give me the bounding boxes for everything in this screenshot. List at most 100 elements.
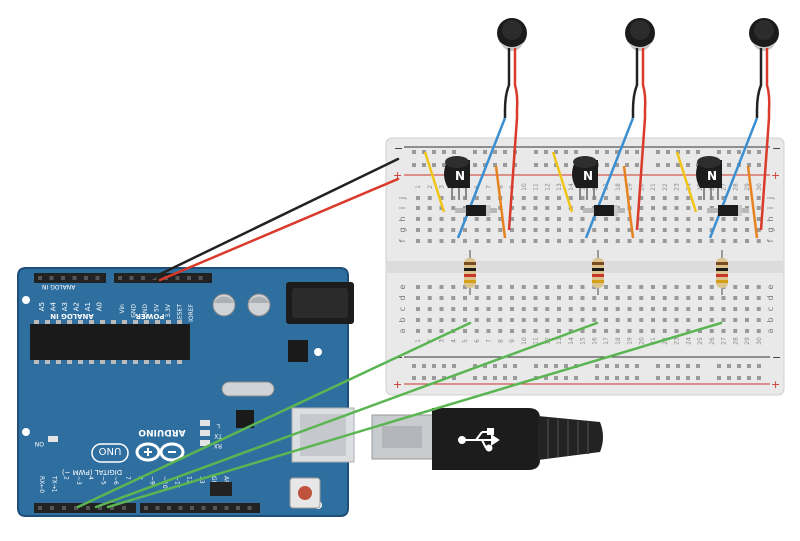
breadboard-hole xyxy=(745,296,749,300)
column-number: 21 xyxy=(650,183,657,191)
rail-hole xyxy=(727,163,731,167)
breadboard-hole xyxy=(510,239,514,243)
breadboard-hole xyxy=(662,318,667,322)
chip-leg xyxy=(56,320,61,324)
breadboard-hole xyxy=(604,329,608,333)
bottom-rail-minus-label-right: − xyxy=(772,351,781,364)
crystal-oscillator xyxy=(221,381,275,397)
row-letter: b xyxy=(766,317,775,322)
rail-hole xyxy=(452,150,456,154)
breadboard-hole xyxy=(427,285,432,289)
breadboard-hole xyxy=(686,329,691,333)
breadboard-hole xyxy=(498,329,503,333)
resistor-band xyxy=(592,280,604,283)
breadboard-hole xyxy=(486,318,491,322)
header-pin xyxy=(201,506,206,510)
breadboard-hole xyxy=(674,217,679,221)
breadboard-hole xyxy=(756,318,761,322)
rail-hole xyxy=(442,150,446,154)
breadboard-hole xyxy=(474,239,479,243)
breadboard-hole xyxy=(627,318,632,322)
breadboard-hole xyxy=(627,239,632,243)
column-number: 18 xyxy=(615,183,622,191)
rail-hole xyxy=(656,376,660,380)
on-led xyxy=(48,436,58,442)
breadboard-hole xyxy=(474,217,479,221)
breadboard-hole xyxy=(439,329,444,333)
header-pin xyxy=(144,506,148,510)
column-number: 14 xyxy=(568,337,575,345)
breadboard-hole xyxy=(498,318,503,322)
column-number: 8 xyxy=(497,185,504,189)
breadboard-hole xyxy=(604,239,608,243)
rail-hole xyxy=(544,364,548,368)
chip-leg xyxy=(166,320,171,324)
chip-leg xyxy=(78,360,83,364)
breadboard-hole xyxy=(463,329,467,333)
header-pin xyxy=(98,506,102,510)
rail-hole xyxy=(635,163,639,167)
breadboard-hole xyxy=(639,285,644,289)
column-number: 30 xyxy=(756,183,763,191)
chip-leg xyxy=(177,320,182,324)
breadboard-hole xyxy=(721,217,726,221)
breadboard-hole xyxy=(416,206,420,210)
breadboard-hole xyxy=(451,318,456,322)
header-pin xyxy=(118,276,122,280)
rail-hole xyxy=(493,150,497,154)
reset-button[interactable] xyxy=(298,486,312,500)
column-number: 24 xyxy=(685,337,692,345)
rail-hole xyxy=(615,150,619,154)
breadboard-hole xyxy=(745,307,749,311)
breadboard-hole xyxy=(615,239,620,243)
analog-header xyxy=(34,273,106,283)
column-number: 27 xyxy=(721,337,728,345)
rail-hole xyxy=(747,150,751,154)
rail-hole xyxy=(696,364,700,368)
chip-leg xyxy=(144,320,149,324)
chip-leg xyxy=(100,360,105,364)
bottom-rail-plus-label-right: + xyxy=(771,378,780,391)
mounting-hole xyxy=(22,428,30,436)
rail-hole xyxy=(513,163,517,167)
transistor-label: N xyxy=(707,169,717,183)
row-letter: f xyxy=(766,239,775,242)
breadboard-hole xyxy=(521,285,526,289)
wire-red-motor xyxy=(635,117,647,231)
column-number: 20 xyxy=(638,337,645,345)
column-number: 13 xyxy=(556,183,563,191)
pin-label: A2 xyxy=(73,302,81,311)
icsp-header xyxy=(210,482,232,496)
pin-label: RESET xyxy=(177,304,184,324)
breadboard-hole xyxy=(627,285,632,289)
pin-label: ~6 xyxy=(112,476,119,485)
rail-hole xyxy=(727,364,731,368)
breadboard-hole xyxy=(545,239,550,243)
breadboard-hole xyxy=(568,196,573,200)
breadboard-hole xyxy=(474,296,479,300)
column-number: 7 xyxy=(486,339,493,343)
top-rail-plus-label: + xyxy=(393,169,402,182)
breadboard-hole xyxy=(662,196,667,200)
breadboard-hole xyxy=(463,239,467,243)
breadboard-hole xyxy=(451,196,456,200)
pin-label: TX→1 xyxy=(50,475,57,493)
breadboard-hole xyxy=(592,318,597,322)
breadboard-hole xyxy=(427,206,432,210)
breadboard-hole xyxy=(545,217,550,221)
header-pin xyxy=(178,506,183,510)
breadboard-hole xyxy=(745,329,749,333)
rail-hole xyxy=(473,163,477,167)
breadboard-hole xyxy=(756,206,761,210)
breadboard-hole xyxy=(557,228,561,232)
usb-chip xyxy=(236,410,254,428)
header-pin xyxy=(72,276,77,280)
breadboard-hole xyxy=(721,329,726,333)
breadboard-hole xyxy=(639,206,644,210)
breadboard-hole xyxy=(709,239,714,243)
breadboard-hole xyxy=(733,228,738,232)
breadboard-hole xyxy=(533,318,538,322)
chip-leg xyxy=(122,360,127,364)
breadboard-hole xyxy=(580,206,585,210)
column-number: 9 xyxy=(509,339,516,343)
